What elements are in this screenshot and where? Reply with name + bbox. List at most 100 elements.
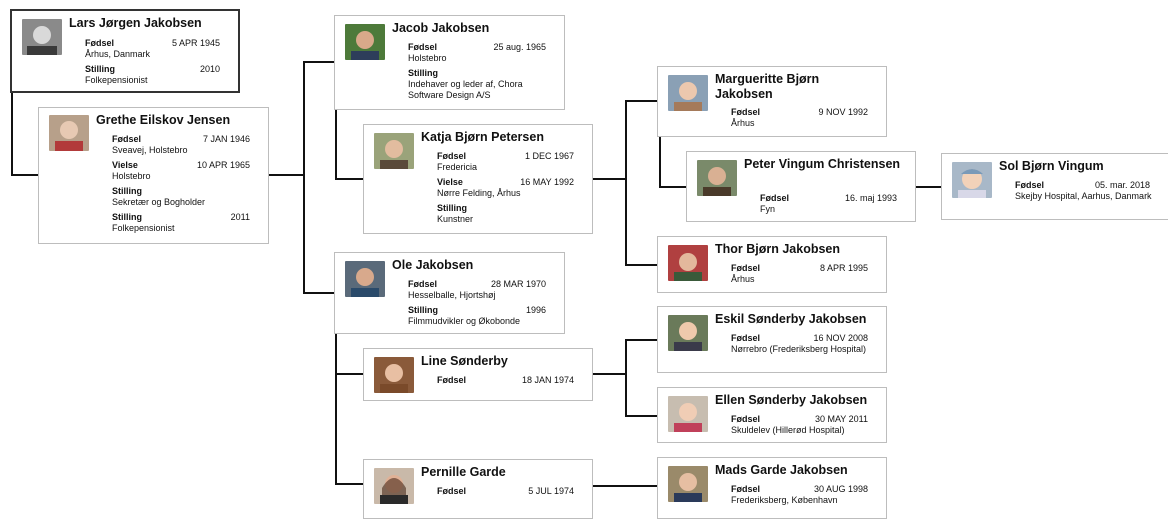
- person-name: Peter Vingum Christensen: [744, 157, 901, 171]
- fact-date: 18 JAN 1974: [521, 375, 574, 385]
- fact-place: Sekretær og Bogholder: [112, 197, 206, 207]
- facts: Fødsel 18 JAN 1974: [437, 375, 586, 390]
- portrait-photo: [22, 19, 62, 55]
- fact-label: Stilling: [85, 64, 115, 74]
- fact-label: Fødsel: [731, 484, 761, 494]
- fact-label: Fødsel: [408, 279, 438, 289]
- fact-label: Fødsel: [731, 414, 761, 424]
- fact-place: Holstebro: [408, 53, 447, 63]
- fact-label: Stilling: [408, 305, 438, 315]
- portrait-photo: [952, 162, 992, 198]
- portrait-photo: [668, 315, 708, 351]
- person-name: Sol Bjørn Vingum: [999, 159, 1104, 173]
- person-name: Line Sønderby: [421, 354, 508, 368]
- fact-date: 5 JUL 1974: [528, 486, 574, 496]
- person-name: Thor Bjørn Jakobsen: [715, 242, 841, 256]
- fact-date: 9 NOV 1992: [818, 107, 868, 117]
- person-name: Ole Jakobsen: [392, 258, 474, 272]
- fact-date: 16 MAY 1992: [520, 177, 574, 187]
- person-name: Margueritte Bjørn Jakobsen: [715, 72, 820, 101]
- person-name: Katja Bjørn Petersen: [421, 130, 544, 144]
- portrait-photo: [49, 115, 89, 151]
- connector-katja-children: [593, 100, 657, 266]
- fact-label: Vielse: [112, 160, 138, 170]
- fact-date: 8 APR 1995: [819, 263, 868, 273]
- fact-label: Fødsel: [731, 333, 761, 343]
- fact-place: Frederiksberg, København: [731, 495, 838, 505]
- person-name: Ellen Sønderby Jakobsen: [715, 393, 868, 407]
- fact-date: 1 DEC 1967: [524, 151, 574, 161]
- person-card-peter[interactable]: Peter Vingum Christensen Fødsel 16. maj 1…: [686, 151, 916, 222]
- person-name: Lars Jørgen Jakobsen: [69, 16, 202, 30]
- fact-date: 2011: [230, 212, 250, 222]
- fact-place: Skejby Hospital, Aarhus, Danmark: [1015, 191, 1152, 201]
- fact-label: Stilling: [112, 186, 142, 196]
- person-name: Grethe Eilskov Jensen: [96, 113, 231, 127]
- portrait-photo: [374, 133, 414, 169]
- fact-place: Århus, Danmark: [85, 49, 151, 59]
- portrait-photo: [345, 261, 385, 297]
- connector-jacob-katja: [335, 110, 363, 180]
- person-card-margueritte[interactable]: Margueritte Bjørn Jakobsen Fødsel 9 NOV 1…: [657, 66, 887, 137]
- fact-label: Fødsel: [437, 486, 467, 496]
- fact-place: Fredericia: [437, 162, 478, 172]
- fact-date: 30 MAY 2011: [814, 414, 868, 424]
- fact-label: Vielse: [437, 177, 463, 187]
- portrait-photo: [374, 357, 414, 393]
- connector-lars-grethe: [11, 92, 38, 176]
- fact-label: Stilling: [112, 212, 142, 222]
- fact-place: Folkepensionist: [112, 223, 175, 233]
- fact-place: Kunstner: [437, 214, 474, 224]
- person-card-line[interactable]: Line Sønderby Fødsel 18 JAN 1974: [363, 348, 593, 401]
- fact-date: 05. mar. 2018: [1094, 180, 1150, 190]
- fact-date: 2010: [199, 64, 220, 74]
- portrait-photo: [668, 245, 708, 281]
- fact-date: 16. maj 1993: [844, 193, 897, 203]
- fact-date: 7 JAN 1946: [202, 134, 250, 144]
- fact-label: Fødsel: [408, 42, 438, 52]
- connector-line-children: [593, 339, 657, 417]
- fact-label: Fødsel: [1015, 180, 1045, 190]
- fact-date: 16 NOV 2008: [813, 333, 868, 343]
- tree-connectors: [11, 61, 941, 487]
- portrait-photo: [668, 75, 708, 111]
- fact-place: Nørre Felding, Århus: [437, 188, 521, 198]
- portrait-photo: [374, 468, 414, 504]
- fact-label: Fødsel: [437, 375, 467, 385]
- fact-place: Holstebro: [112, 171, 151, 181]
- connector-grethe-children: [269, 61, 334, 294]
- fact-date: 10 APR 1965: [196, 160, 250, 170]
- fact-date: 30 AUG 1998: [813, 484, 868, 494]
- fact-label: Fødsel: [731, 107, 761, 117]
- fact-label: Stilling: [437, 203, 467, 213]
- fact-place: Fyn: [760, 204, 776, 214]
- fact-place: Århus: [731, 118, 755, 128]
- connector-margueritte-peter: [659, 137, 686, 188]
- portrait-photo: [668, 396, 708, 432]
- fact-place: Skuldelev (Hillerød Hospital): [731, 425, 845, 435]
- fact-label: Fødsel: [112, 134, 142, 144]
- fact-place: Århus: [731, 274, 755, 284]
- portrait-photo: [697, 160, 737, 196]
- fact-label: Fødsel: [760, 193, 790, 203]
- fact-label: Stilling: [408, 68, 438, 78]
- fact-date: 28 MAR 1970: [490, 279, 546, 289]
- person-card-ellen[interactable]: Ellen Sønderby Jakobsen Fødsel 30 MAY 201…: [657, 387, 887, 443]
- fact-label: Fødsel: [85, 38, 115, 48]
